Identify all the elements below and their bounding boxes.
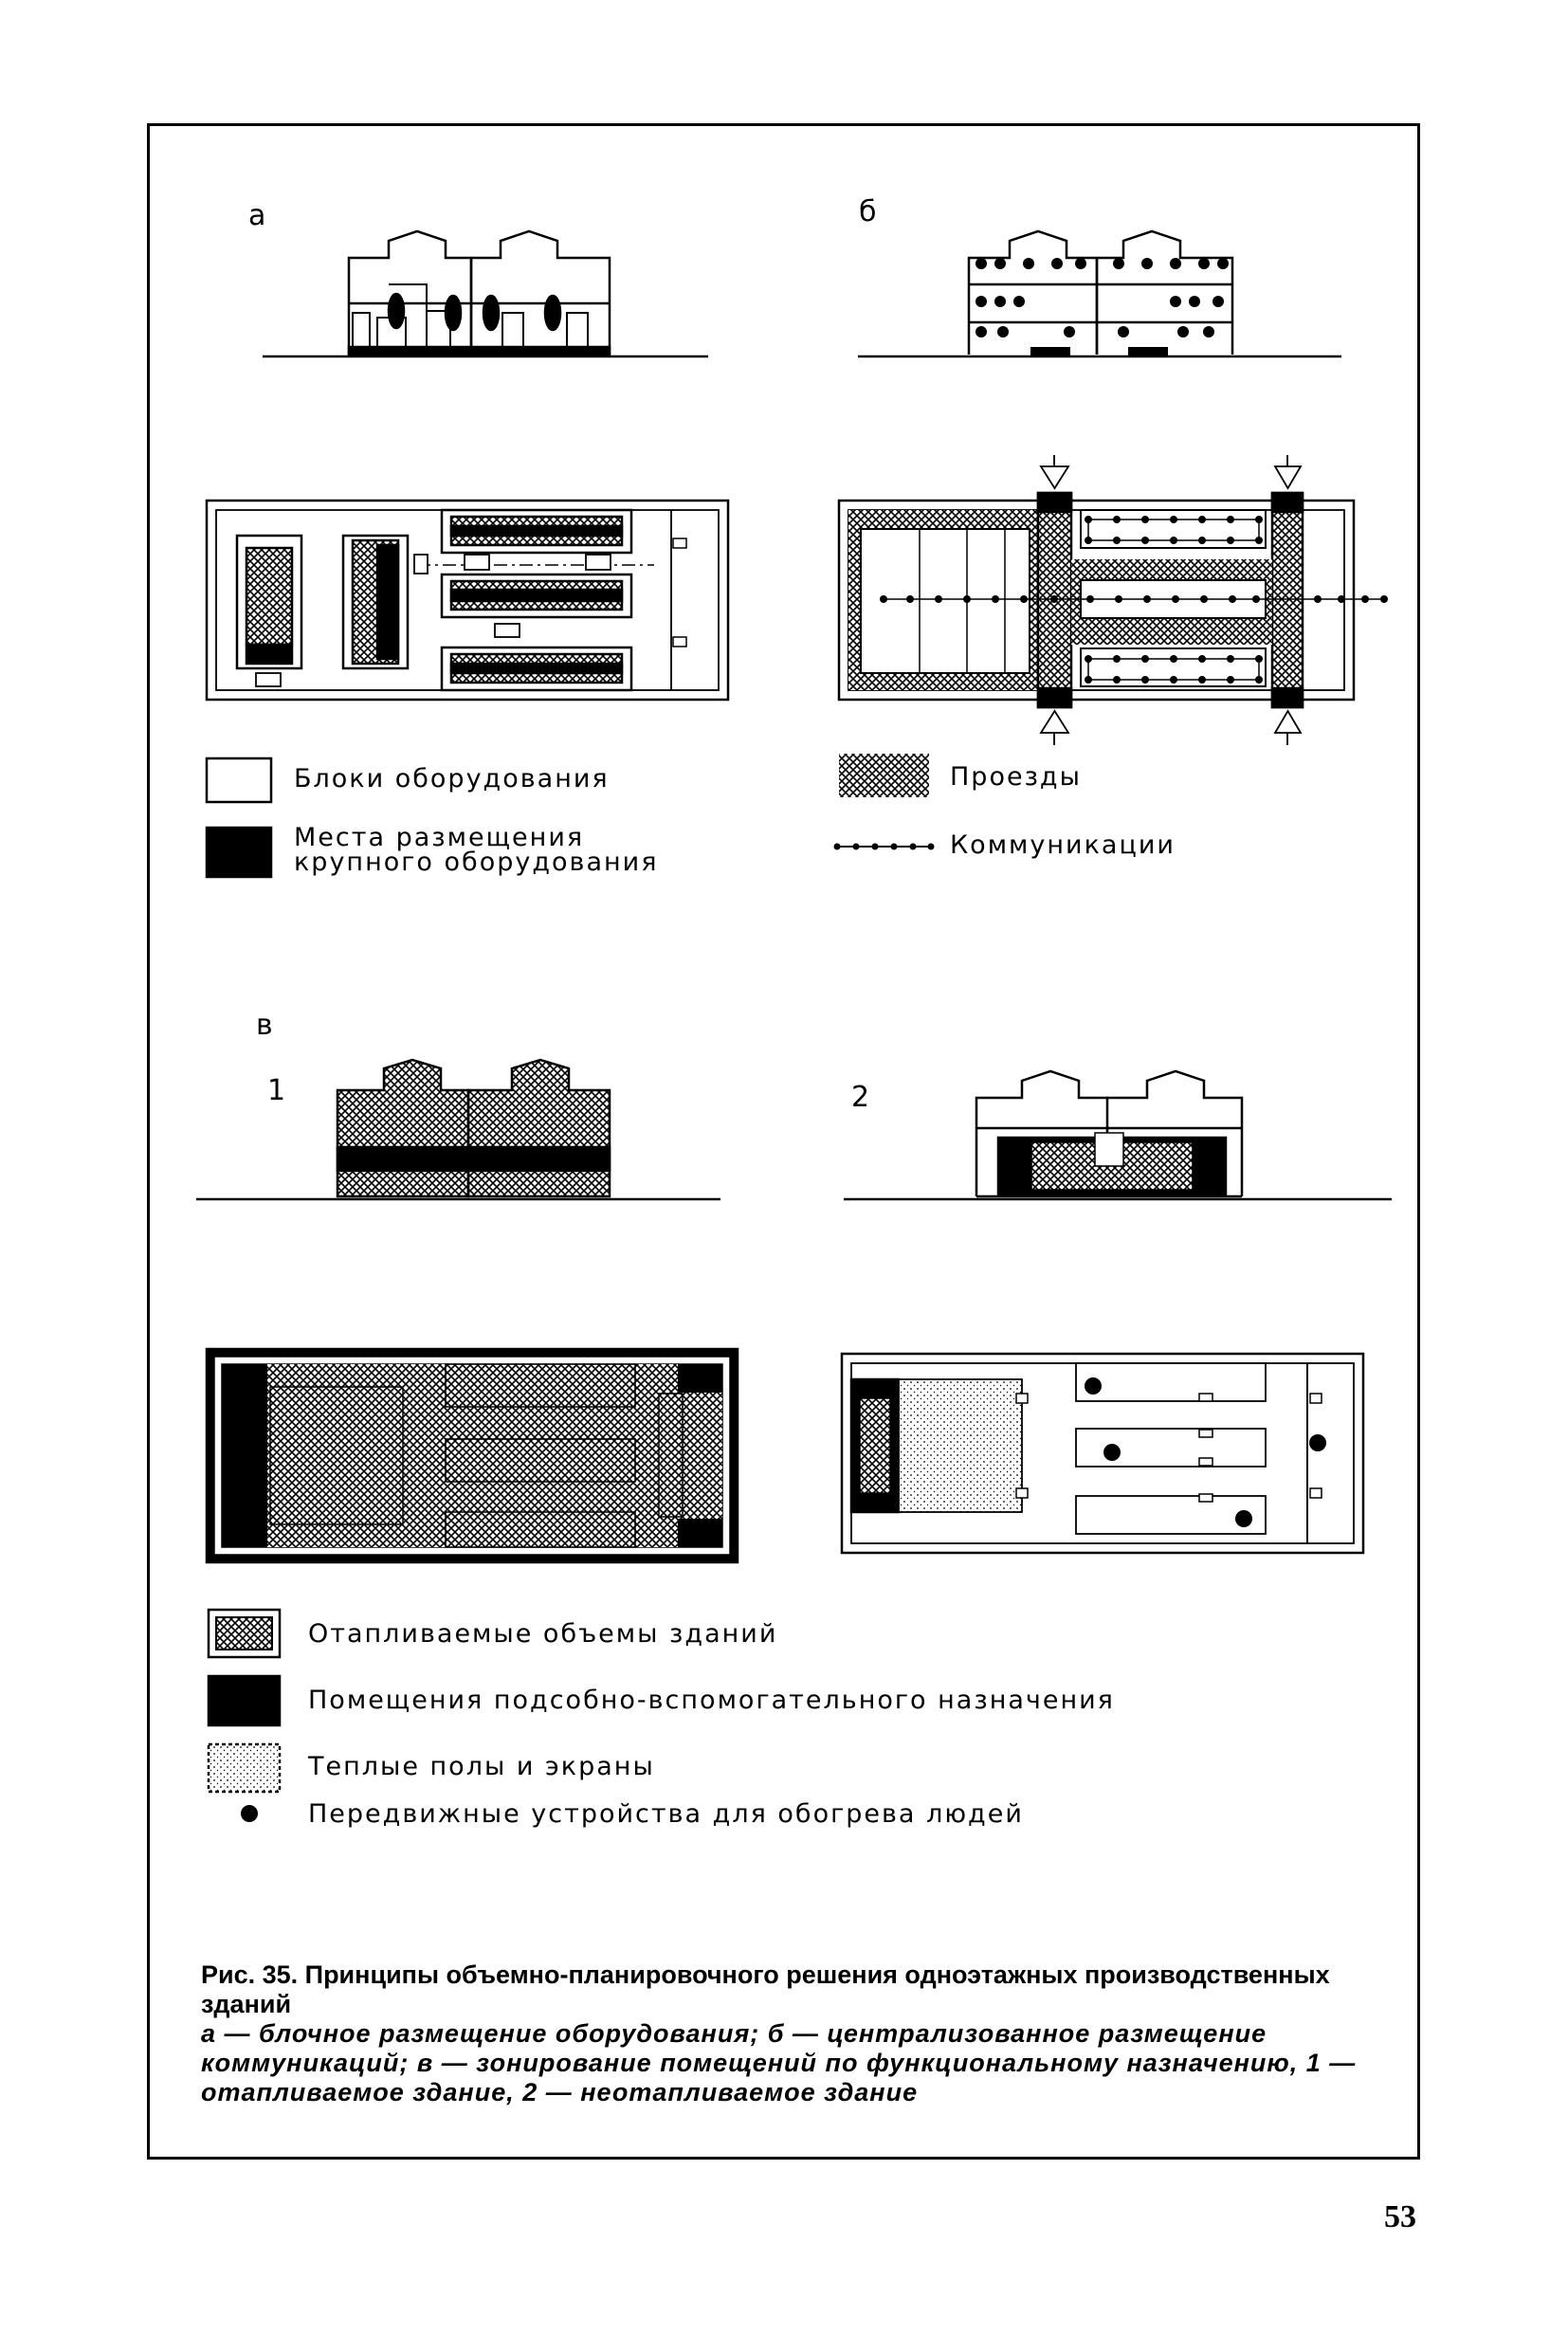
section-v2 [844, 1069, 1392, 1201]
legend-bottom-swatches [207, 1608, 282, 1822]
panel-label-v1: 1 [267, 1074, 286, 1107]
section-b [858, 229, 1341, 358]
swatch-passages [839, 754, 929, 797]
caption-title: Рис. 35. Принципы объемно-планировочного… [201, 1960, 1330, 2018]
figure-frame [147, 123, 1420, 2160]
swatch-heated-volumes [207, 1608, 282, 1659]
plan-v1 [205, 1347, 739, 1564]
legend-warm-floors: Теплые полы и экраны [308, 1752, 655, 1781]
panel-label-a: а [248, 199, 266, 232]
swatch-mobile-heaters [241, 1805, 258, 1822]
page-number: 53 [1384, 2199, 1416, 2234]
plan-b [837, 455, 1388, 745]
section-v1 [196, 1058, 720, 1201]
legend-mobile-heaters: Передвижные устройства для обогрева люде… [308, 1799, 1024, 1829]
caption-description: а — блочное размещение оборудования; б —… [201, 2019, 1357, 2106]
legend-communications: Коммуникации [950, 830, 1176, 860]
panel-label-v2: 2 [851, 1081, 870, 1114]
plan-v2 [840, 1352, 1365, 1555]
section-a [263, 229, 708, 358]
plan-a [205, 499, 730, 702]
panel-label-b: б [859, 195, 877, 228]
legend-equipment-blocks: Блоки оборудования [294, 764, 610, 793]
figure-caption: Рис. 35. Принципы объемно-планировочного… [201, 1960, 1377, 2107]
legend-large-equipment-line1: Места размещения [294, 823, 585, 852]
legend-large-equipment-line2: крупного оборудования [294, 848, 659, 877]
legend-auxiliary-rooms: Помещения подсобно-вспомогательного назн… [308, 1686, 1115, 1715]
panel-label-v: в [256, 1009, 273, 1042]
legend-top-swatches [205, 754, 935, 879]
swatch-communications [833, 843, 935, 850]
swatch-large-equipment [205, 826, 273, 879]
legend-heated-volumes: Отапливаемые объемы зданий [308, 1619, 778, 1649]
swatch-warm-floors [207, 1742, 282, 1794]
swatch-equipment-blocks [205, 757, 273, 804]
swatch-auxiliary-rooms [207, 1674, 282, 1727]
legend-passages: Проезды [950, 762, 1082, 792]
